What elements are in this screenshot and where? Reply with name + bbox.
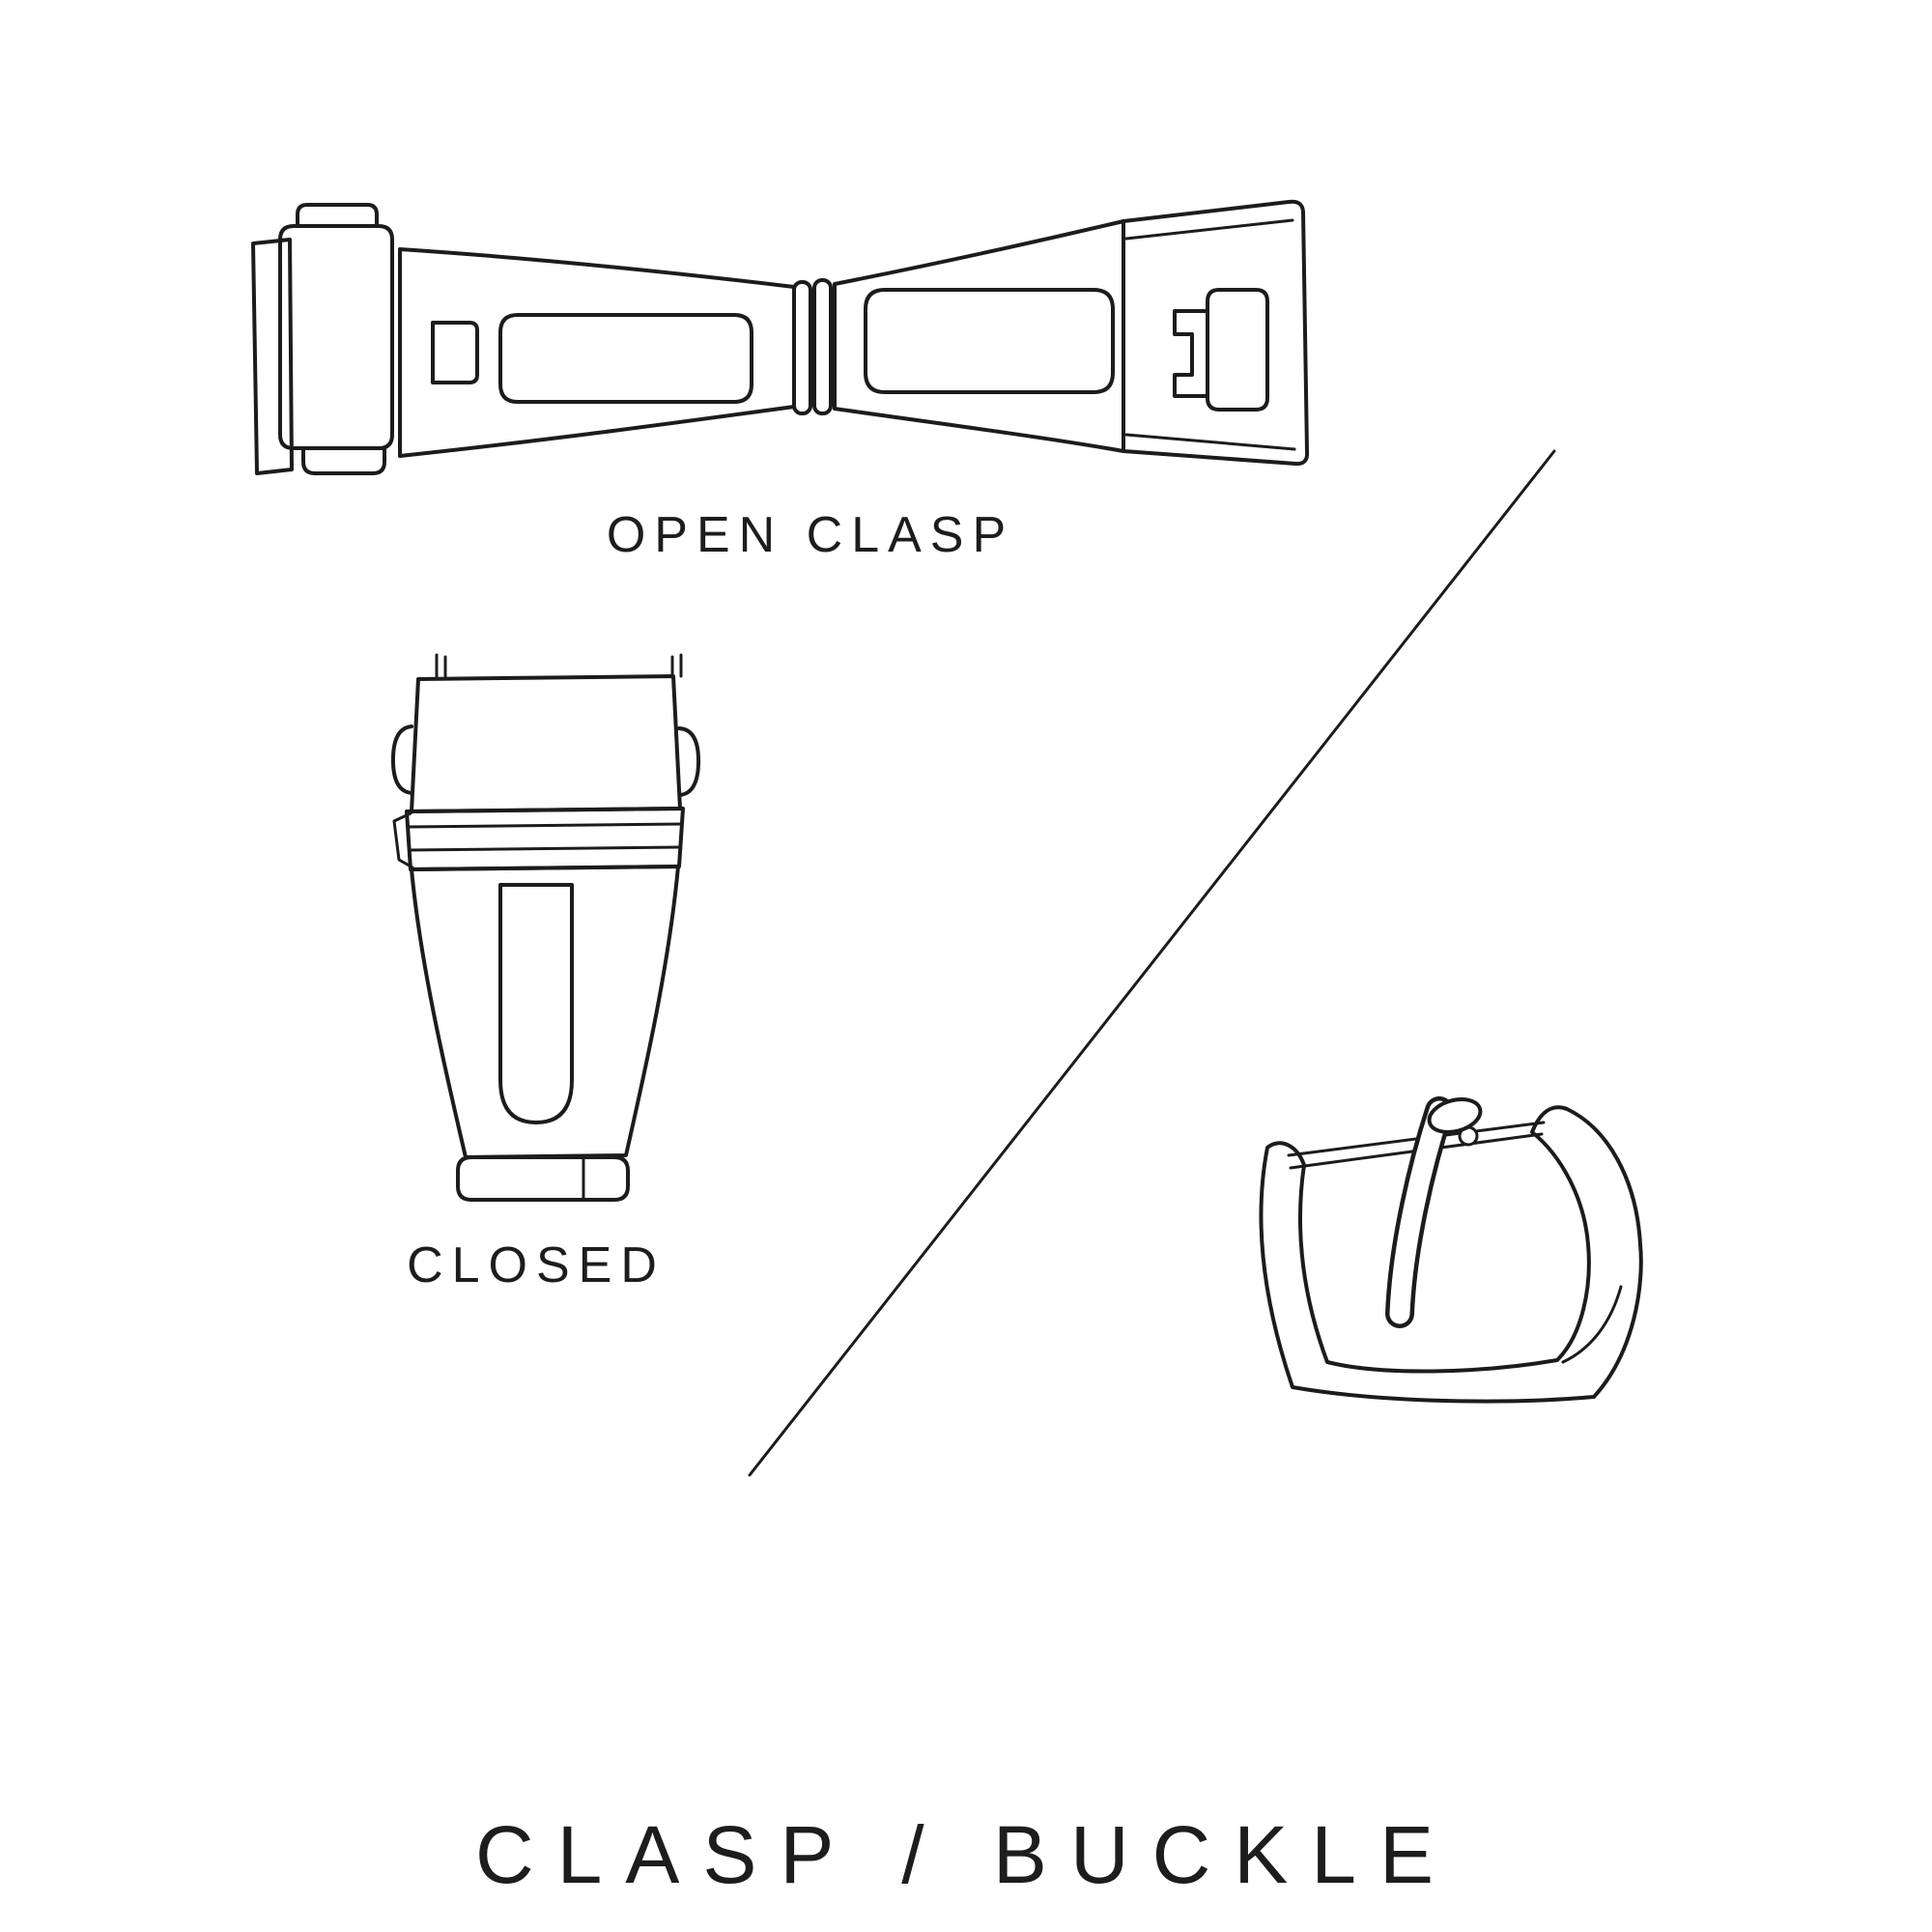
- open-clasp-left-bottom-tab: [301, 446, 386, 475]
- buckle-frame-edge-line: [1561, 1285, 1623, 1364]
- open-clasp-right-block-top-edge: [1124, 218, 1294, 241]
- buckle-prong-fill: [1389, 1100, 1450, 1324]
- closed-clasp-band-line-2: [408, 845, 682, 852]
- open-clasp-left-arm: [398, 247, 796, 458]
- open-clasp-right-block-slot: [1206, 288, 1269, 412]
- closed-clasp-left-ear: [390, 724, 414, 795]
- closed-clasp-illustration: [390, 653, 701, 1202]
- diagonal-divider-line: [748, 449, 1556, 1477]
- closed-clasp-body: [410, 865, 680, 1159]
- open-clasp-left-cover: [278, 224, 394, 450]
- open-clasp-right-block-bottom-edge: [1124, 433, 1296, 451]
- open-clasp-right-block: [1122, 199, 1310, 467]
- open-clasp-hinge-bar-left: [792, 280, 812, 415]
- open-clasp-right-block-hook: [1173, 309, 1209, 398]
- closed-clasp-right-ear: [677, 726, 701, 797]
- closed-clasp-band-line-1: [406, 822, 684, 829]
- closed-clasp-end-cap: [456, 1155, 630, 1202]
- open-clasp-right-arm-cutout: [864, 288, 1115, 394]
- buckle-frame: [1259, 1105, 1643, 1404]
- open-clasp-illustration: [251, 199, 1310, 475]
- open-clasp-left-arm-notch: [431, 321, 479, 384]
- closed-clasp-body-cutout: [498, 883, 574, 1124]
- open-clasp-left-arm-cutout: [498, 313, 753, 404]
- closed-clasp-spring-pins: [435, 653, 683, 678]
- closed-clasp-band: [405, 807, 685, 871]
- closed-clasp-band-wedge: [392, 811, 414, 869]
- open-clasp-left-plate: [251, 238, 294, 475]
- tang-buckle-illustration: [1259, 1096, 1643, 1404]
- open-clasp-hinge-bar-right: [812, 278, 833, 415]
- page-title: CLASP / BUCKLE: [474, 1809, 1458, 1900]
- buckle-prong-loop: [1427, 1097, 1483, 1134]
- open-clasp-left-top-tab: [296, 203, 379, 228]
- open-clasp-label: OPEN CLASP: [606, 507, 1015, 563]
- closed-label: CLOSED: [407, 1237, 666, 1293]
- open-clasp-right-arm: [833, 219, 1125, 453]
- closed-clasp-cover: [410, 674, 682, 813]
